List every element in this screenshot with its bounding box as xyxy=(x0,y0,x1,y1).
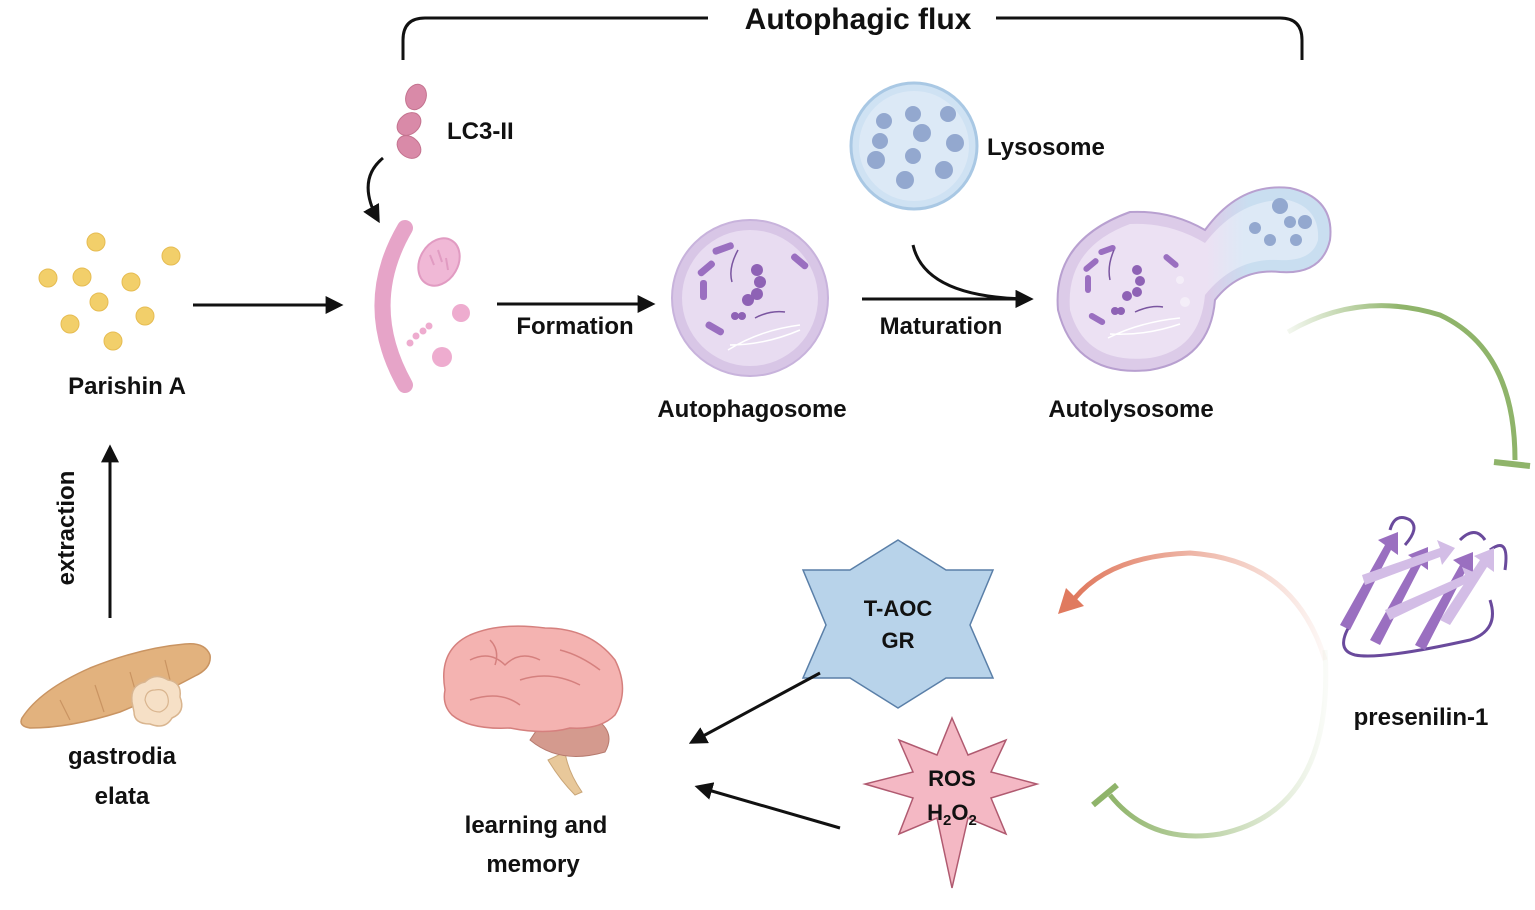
presenilin-1-label: presenilin-1 xyxy=(1354,704,1489,731)
arrow-lc3-to-phagophore xyxy=(363,156,384,224)
ros-h2o2-star: ROS H2O2 xyxy=(862,716,1040,889)
promote-presenilin-to-taoc xyxy=(1058,550,1328,661)
brain-icon xyxy=(443,625,624,796)
inhibit-presenilin-to-ros xyxy=(1091,649,1329,839)
autophagic-flux-bracket: Autophagic flux xyxy=(401,3,1304,60)
learning-label-line1: learning and xyxy=(465,812,608,839)
ros-label: ROS xyxy=(928,766,976,791)
lc3-ii-label: LC3-II xyxy=(447,118,514,145)
arrow-ros-to-memory xyxy=(694,782,841,830)
lc3-ii-icon xyxy=(396,83,427,159)
extraction-label: extraction xyxy=(53,471,80,586)
autophagosome-icon xyxy=(671,219,829,377)
maturation-label: Maturation xyxy=(880,313,1003,340)
taoc-gr-star: T-AOC GR xyxy=(801,539,995,709)
taoc-label: T-AOC xyxy=(864,596,933,621)
lysosome-icon xyxy=(849,81,979,211)
h2o2-label: H2O2 xyxy=(927,800,977,829)
gastrodia-label-line1: gastrodia xyxy=(68,743,177,770)
inhibit-autolysosome-to-presenilin xyxy=(1286,303,1531,469)
gr-label: GR xyxy=(882,628,915,653)
autolysosome-label: Autolysosome xyxy=(1048,396,1213,423)
gastrodia-label-line2: elata xyxy=(95,783,150,810)
presenilin-1-icon xyxy=(1340,516,1508,658)
autophagosome-label: Autophagosome xyxy=(657,396,846,423)
learning-label-line2: memory xyxy=(486,851,580,878)
autolysosome-icon xyxy=(1056,186,1332,372)
parishin-a-label: Parishin A xyxy=(68,373,186,400)
formation-label: Formation xyxy=(516,313,633,340)
gastrodia-elata-icon xyxy=(20,642,211,729)
phagophore-icon xyxy=(374,220,470,393)
parishin-a-icon xyxy=(38,232,181,351)
autophagic-flux-label: Autophagic flux xyxy=(745,3,972,36)
lysosome-label: Lysosome xyxy=(987,134,1105,161)
arrow-taoc-to-memory xyxy=(688,671,821,744)
arrow-lysosome-fusion xyxy=(911,244,1034,308)
